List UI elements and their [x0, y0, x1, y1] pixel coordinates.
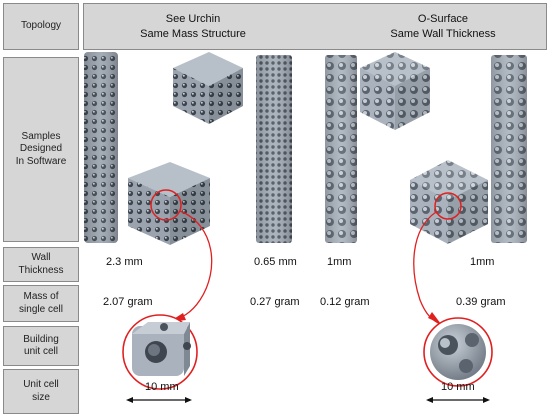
row-label-building-unit-text: Building unit cell: [23, 333, 59, 358]
row-label-samples: Samples Designed In Software: [3, 57, 79, 242]
unit-size-urchin: 10 mm: [145, 381, 179, 393]
mass-o-surface-cube: 0.39 gram: [456, 296, 506, 308]
row-label-building-unit: Building unit cell: [3, 326, 79, 366]
mass-urchin-cube: 2.07 gram: [103, 296, 153, 308]
o-surface-tower-2-model: [491, 55, 527, 243]
urchin-cube-small-model: [173, 52, 243, 124]
urchin-cube-large-model: [128, 162, 210, 245]
row-label-mass: Mass of single cell: [3, 285, 79, 322]
o-surface-unit-cell-model: [423, 317, 493, 387]
row-label-unit-size: Unit cell size: [3, 369, 79, 414]
row-label-mass-text: Mass of single cell: [19, 291, 63, 315]
header-bar: [83, 3, 547, 50]
o-surface-cube-small-model: [360, 52, 430, 130]
o-surface-scale-arrow: [426, 397, 490, 403]
urchin-tower-model: [256, 55, 292, 243]
wall-thickness-o-surface-tower-2: 1mm: [470, 256, 495, 268]
column-title-o-surface: O-Surface Same Wall Thickness: [390, 13, 496, 40]
row-label-wall-thickness-text: Wall Thickness: [18, 252, 64, 276]
urchin-scale-arrow: [126, 397, 192, 403]
o-surface-highlight-circle: [434, 192, 462, 220]
row-label-topology-text: Topology: [20, 20, 62, 32]
wall-thickness-urchin-cube: 2.3 mm: [106, 256, 143, 268]
o-surface-cube-large-model: [410, 160, 488, 244]
row-label-samples-text: Samples Designed In Software: [15, 130, 67, 167]
urchin-highlight-circle: [150, 189, 182, 221]
row-label-topology: Topology: [3, 3, 79, 50]
row-label-wall-thickness: Wall Thickness: [3, 247, 79, 282]
mass-urchin-tower: 0.27 gram: [250, 296, 300, 308]
o-surface-connector-arrow: [428, 312, 441, 324]
row-label-unit-size-text: Unit cell size: [23, 379, 59, 403]
wall-thickness-o-surface-tower-1: 1mm: [327, 256, 352, 268]
wall-thickness-urchin-tower: 0.65 mm: [254, 256, 297, 268]
o-surface-tower-1-model: [325, 55, 357, 243]
urchin-unit-cell-model: [122, 314, 198, 390]
urchin-column-model: [84, 52, 118, 243]
column-title-urchin: See Urchin Same Mass Structure: [140, 13, 246, 40]
mass-o-surface-tower-1: 0.12 gram: [320, 296, 370, 308]
unit-size-o-surface: 10 mm: [441, 381, 475, 393]
